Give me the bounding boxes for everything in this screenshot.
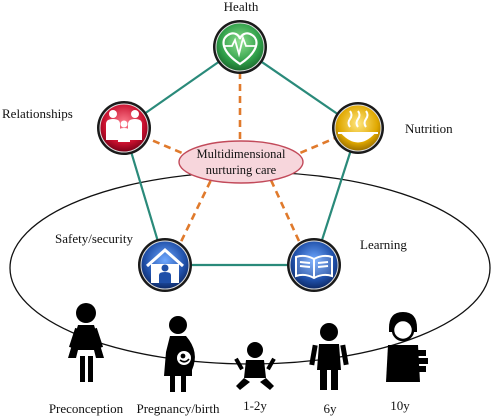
relationships-node [97, 101, 151, 155]
safety-node [138, 238, 192, 292]
health-node [213, 20, 267, 74]
open-book-icon [295, 254, 333, 280]
center-label-line1: Multidimensional [197, 147, 286, 161]
student-with-books-icon [386, 312, 428, 382]
house-family-icon [146, 247, 184, 283]
family-icon [106, 110, 142, 142]
food-bowl-icon [338, 110, 378, 143]
stage-label-child: 6y [324, 401, 338, 416]
nutrition-node [332, 102, 384, 154]
pregnant-woman-icon [164, 316, 195, 392]
nutrition-label: Nutrition [405, 121, 453, 136]
health-label: Health [224, 0, 259, 14]
center-label-line2: nurturing care [206, 163, 277, 177]
center-ellipse [178, 140, 304, 184]
woman-icon [68, 303, 104, 382]
stage-label-older-child: 10y [390, 398, 410, 413]
relationships-label: Relationships [2, 106, 73, 121]
stage-label-pregnancy: Pregnancy/birth [136, 401, 220, 416]
heart-pulse-icon [222, 32, 258, 66]
child-icon [309, 323, 349, 390]
infant-icon [234, 342, 276, 390]
safety-label: Safety/security [55, 231, 133, 246]
stage-label-infant: 1-2y [243, 398, 267, 413]
stage-label-preconception: Preconception [49, 401, 124, 416]
learning-label: Learning [360, 237, 407, 252]
learning-node [287, 238, 341, 292]
